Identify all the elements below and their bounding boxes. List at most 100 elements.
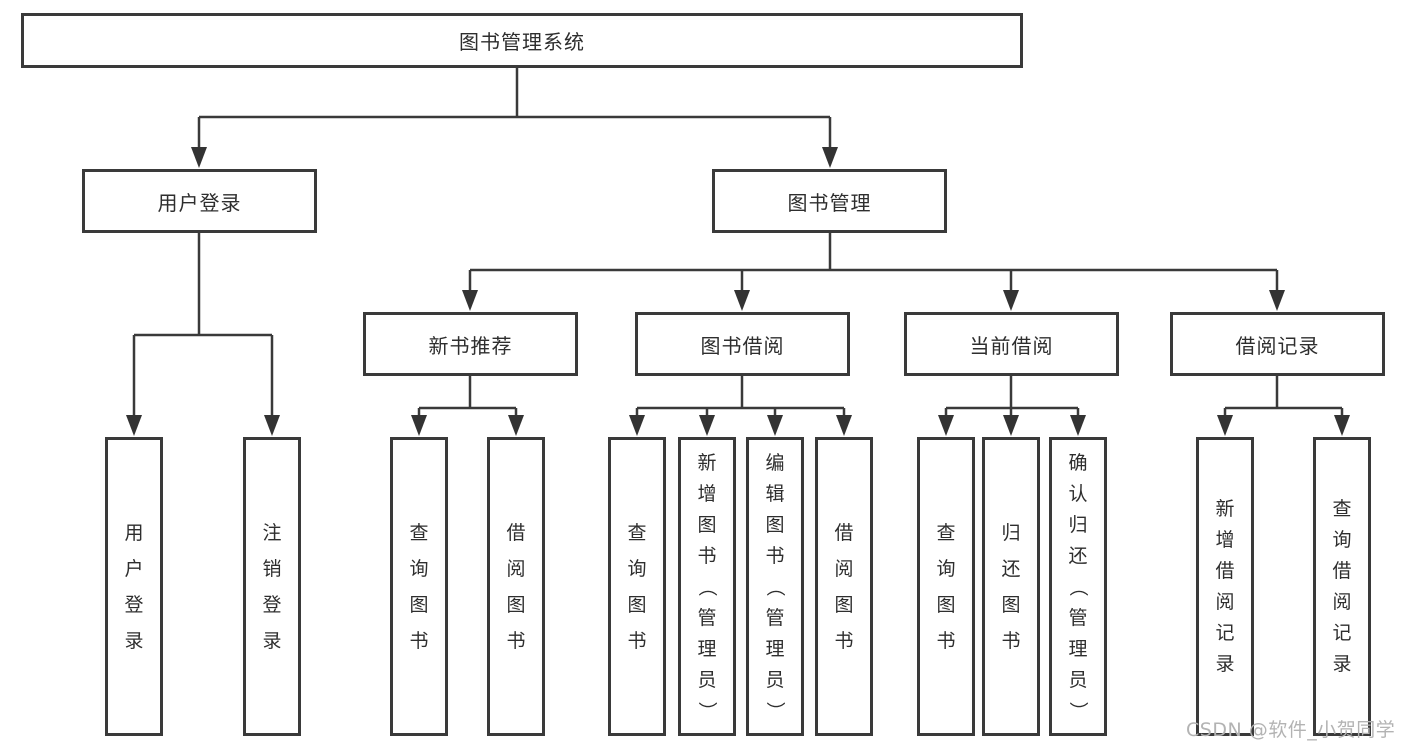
vertical-char: 查: [936, 521, 956, 544]
arrow-down-icon: [462, 290, 478, 311]
connector-book-management-children: [468, 233, 1279, 294]
vertical-char: ）: [1067, 700, 1089, 720]
vertical-char: 新: [1215, 498, 1235, 520]
vertical-char: 借: [834, 521, 854, 544]
node-label: 查询图书: [920, 440, 972, 733]
leaf-edit-books-admin: 编辑图书（管理员）: [746, 437, 804, 736]
vertical-char: 记: [1215, 622, 1235, 644]
vertical-char: 书: [834, 629, 854, 652]
vertical-char: 阅: [1332, 591, 1352, 613]
leaf-return-books: 归还图书: [982, 437, 1040, 736]
arrow-down-icon: [411, 415, 427, 436]
vertical-char: 还: [1001, 557, 1021, 580]
vertical-char: 记: [1332, 622, 1352, 644]
arrow-down-icon: [938, 415, 954, 436]
vertical-char: 询: [409, 557, 429, 580]
vertical-char: 管: [697, 606, 717, 629]
vertical-char: 注: [262, 521, 282, 544]
node-label: 注销登录: [246, 440, 298, 733]
vertical-char: 员: [765, 668, 785, 691]
vertical-char: 归: [1068, 513, 1088, 536]
arrow-down-icon: [1070, 415, 1086, 436]
node-label: 当前借阅: [969, 333, 1054, 358]
vertical-char: 图: [765, 513, 785, 536]
node-book-borrow: 图书借阅: [635, 312, 850, 376]
node-label: 图书管理系统: [459, 30, 585, 54]
arrow-down-icon: [191, 147, 207, 168]
vertical-char: 登: [262, 593, 282, 616]
node-label: 查询图书: [611, 440, 663, 733]
vertical-char: 录: [124, 629, 144, 652]
vertical-char: 图: [697, 513, 717, 536]
node-label: 归还图书: [985, 440, 1037, 733]
arrow-down-icon: [264, 415, 280, 436]
vertical-char: 询: [936, 557, 956, 580]
arrow-down-icon: [1217, 415, 1233, 436]
vertical-char: 书: [506, 629, 526, 652]
leaf-add-borrow-record: 新增借阅记录: [1196, 437, 1254, 736]
vertical-char: 归: [1001, 521, 1021, 544]
connector-new-book-recommend-children: [417, 376, 518, 418]
vertical-char: 借: [506, 521, 526, 544]
connector-book-borrow-children: [635, 376, 846, 418]
arrow-down-icon: [767, 415, 783, 436]
vertical-char: 借: [1215, 560, 1235, 582]
connector-user-login-children: [132, 233, 274, 418]
node-label: 借阅记录: [1235, 333, 1320, 358]
vertical-char: 借: [1332, 560, 1352, 582]
vertical-char: 图: [627, 593, 647, 616]
vertical-char: 图: [834, 593, 854, 616]
vertical-char: 管: [765, 606, 785, 629]
node-current-borrow: 当前借阅: [904, 312, 1119, 376]
vertical-char: 理: [697, 637, 717, 660]
node-label: 用户登录: [108, 440, 160, 733]
arrow-down-icon: [1334, 415, 1350, 436]
leaf-add-books-admin: 新增图书 （ 管理员 ）: [678, 437, 736, 736]
connector-root-to-level2: [197, 68, 832, 150]
arrow-down-icon: [822, 147, 838, 168]
vertical-char: 图: [506, 593, 526, 616]
leaf-user-login: 用户登录: [105, 437, 163, 736]
leaf-confirm-return-admin: 确认归还（管理员）: [1049, 437, 1107, 736]
watermark-text: CSDN @软件_小贺同学: [1186, 719, 1396, 741]
vertical-char: 增: [697, 482, 717, 505]
vertical-char: 登: [124, 593, 144, 616]
vertical-char: 员: [697, 668, 717, 691]
vertical-char: 录: [262, 629, 282, 652]
vertical-char: 户: [124, 557, 144, 580]
vertical-char: 还: [1068, 544, 1088, 567]
vertical-char: 图: [1001, 593, 1021, 616]
node-label: 查询借阅记录: [1316, 440, 1368, 733]
arrow-down-icon: [126, 415, 142, 436]
node-label: 新增借阅记录: [1199, 440, 1251, 733]
vertical-char: 确: [1068, 451, 1088, 474]
arrow-down-icon: [1003, 290, 1019, 311]
vertical-char: 销: [262, 557, 282, 580]
node-label: 图书管理: [787, 190, 872, 215]
node-new-book-recommend: 新书推荐: [363, 312, 578, 376]
arrow-down-icon: [1003, 415, 1019, 436]
vertical-char: 图: [936, 593, 956, 616]
node-user-login: 用户登录: [82, 169, 317, 233]
node-label: 新增图书 （ 管理员 ）: [681, 440, 733, 733]
leaf-logout: 注销登录: [243, 437, 301, 736]
leaf-query-books-recommend: 查询图书: [390, 437, 448, 736]
vertical-char: （: [1067, 576, 1089, 596]
vertical-char: （: [764, 576, 786, 596]
vertical-char: 录: [1215, 653, 1235, 675]
vertical-char: 查: [627, 521, 647, 544]
vertical-char: 询: [1332, 529, 1352, 551]
leaf-borrow-books-recommend: 借阅图书: [487, 437, 545, 736]
arrow-down-icon: [629, 415, 645, 436]
vertical-char: ）: [696, 700, 718, 720]
vertical-char: 查: [1332, 498, 1352, 520]
vertical-char: 书: [697, 544, 717, 567]
vertical-char: 询: [627, 557, 647, 580]
vertical-char: 新: [697, 451, 717, 474]
node-label: 用户登录: [157, 190, 242, 215]
vertical-char: 书: [627, 629, 647, 652]
vertical-char: （: [696, 576, 718, 596]
vertical-char: 查: [409, 521, 429, 544]
node-label: 编辑图书（管理员）: [749, 440, 801, 733]
